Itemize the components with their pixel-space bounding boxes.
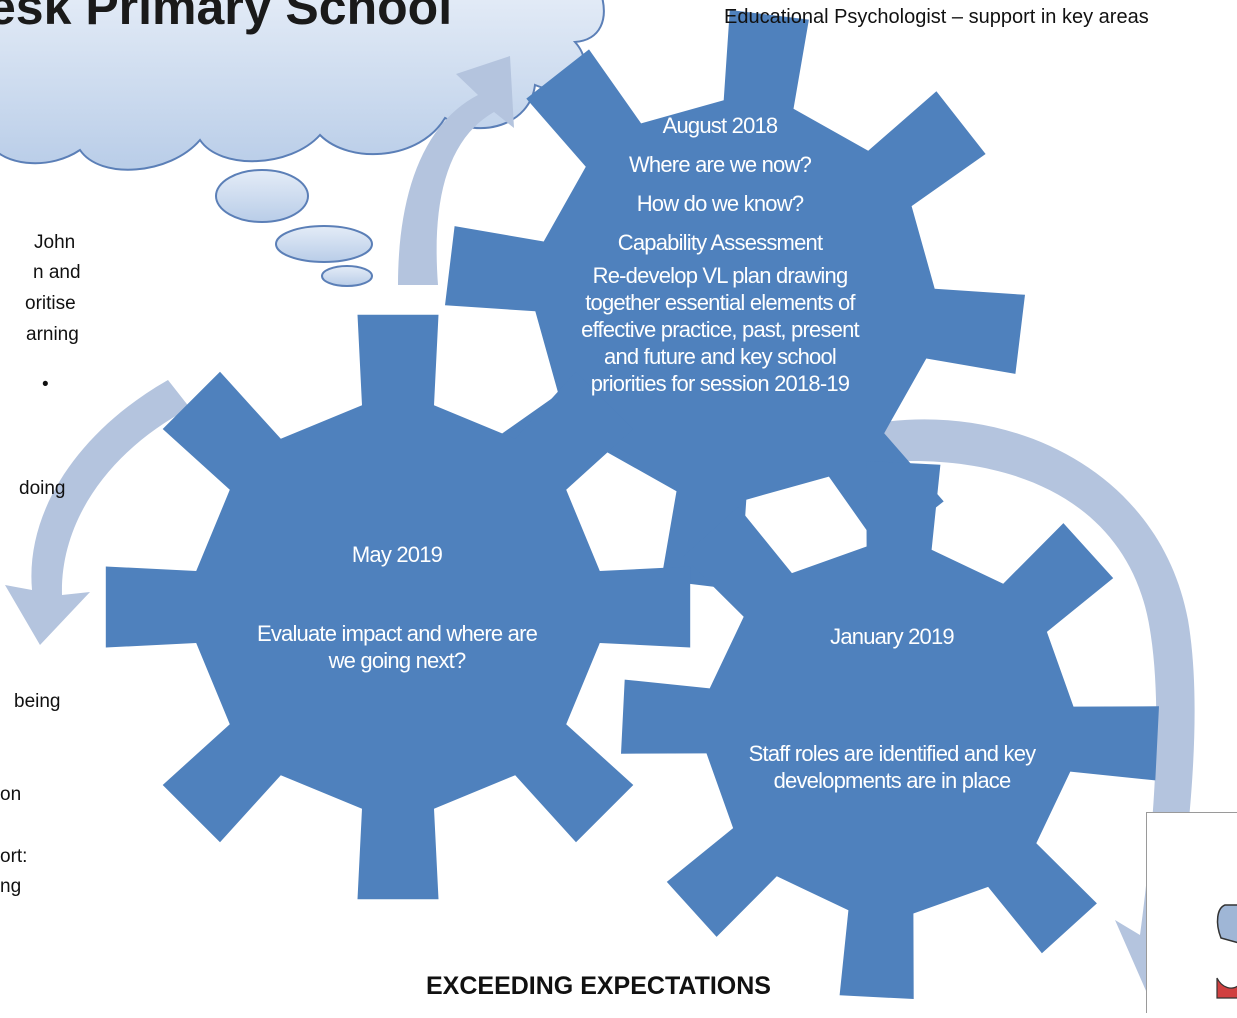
january-date: January 2019 [830, 624, 955, 649]
footer-heading: EXCEEDING EXPECTATIONS [426, 972, 771, 1000]
left-text-fragment: John [34, 232, 76, 253]
august-body-line: together essential elements of [585, 290, 855, 315]
support-note: Educational Psychologist – support in ke… [724, 6, 1149, 28]
left-text-fragment: doing [19, 478, 66, 499]
arrow-to-august [398, 56, 514, 285]
gear-january [621, 461, 1159, 999]
august-body-line: effective practice, past, present [581, 317, 860, 342]
left-text-fragment: n and [33, 262, 81, 283]
page-title: esk Primary School [0, 0, 453, 35]
left-text-fragment: ort: [0, 846, 28, 867]
august-question-3: Capability Assessment [617, 230, 823, 255]
august-body-line: priorities for session 2018-19 [590, 371, 850, 396]
thought-bubble-medium [275, 225, 373, 263]
gear-january-shape [621, 461, 1159, 999]
gear-may [105, 314, 691, 900]
january-body-line: developments are in place [773, 768, 1012, 793]
gear-may-shape [105, 314, 691, 900]
august-body-line: Re-develop VL plan drawing [592, 263, 849, 288]
august-date: August 2018 [662, 113, 779, 138]
august-body-line: and future and key school [604, 344, 837, 369]
august-question-1: Where are we now? [628, 152, 812, 177]
may-date: May 2019 [351, 542, 443, 567]
thought-bubble-large [215, 169, 309, 223]
may-body-line: Evaluate impact and where are [256, 621, 538, 646]
left-text-fragment: being [14, 691, 61, 712]
left-text-fragment: arning [26, 324, 79, 345]
august-gear-labels: August 2018 Where are we now? How do we … [560, 106, 880, 262]
arrow-to-may [5, 380, 190, 645]
may-gear-body: Evaluate impact and where are we going n… [227, 620, 567, 674]
august-gear-body: Re-develop VL plan drawing together esse… [540, 262, 900, 397]
thought-cloud [0, 0, 605, 287]
cartoon-illustration [1146, 812, 1237, 1013]
left-text-fragment: on [0, 784, 22, 805]
left-text-fragment: • [42, 374, 49, 395]
left-text-fragment: oritise [25, 293, 76, 314]
thought-bubble-small [321, 265, 373, 287]
left-text-fragment: ng [0, 876, 22, 897]
august-question-2: How do we know? [636, 191, 804, 216]
january-gear-body: Staff roles are identified and key devel… [712, 740, 1072, 794]
january-body-line: Staff roles are identified and key [748, 741, 1037, 766]
may-body-line: we going next? [328, 648, 467, 673]
